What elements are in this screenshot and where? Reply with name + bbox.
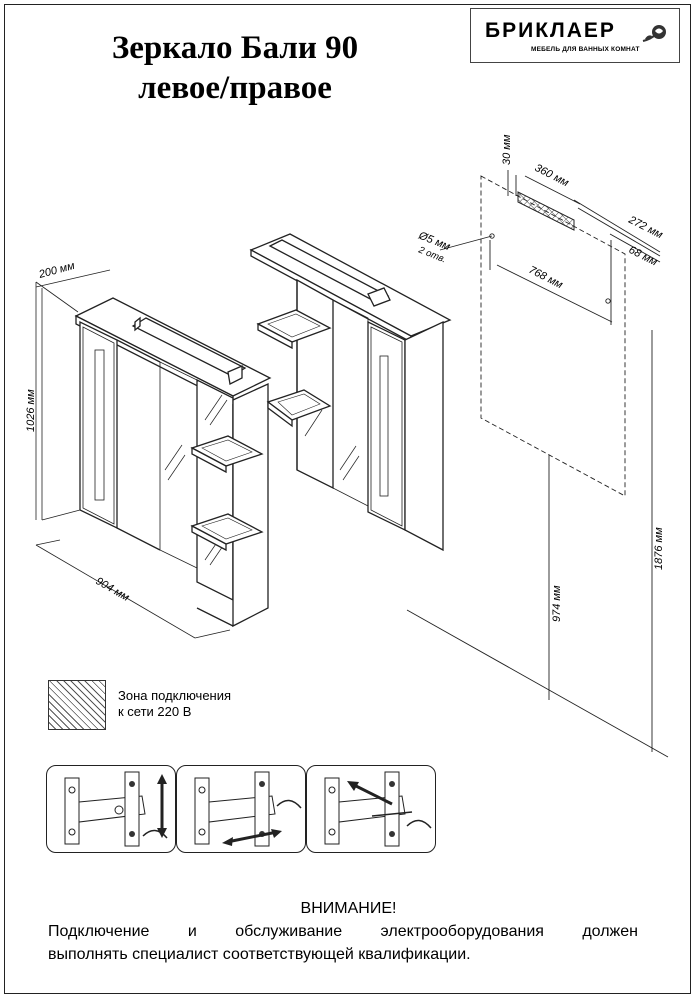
title-line-2: левое/правое (138, 70, 332, 106)
attention-line-1: Подключение и обслуживание электрооборуд… (48, 923, 638, 940)
dim-zone-width-label: 360 мм (533, 162, 571, 189)
hinge-panel-vertical (46, 765, 176, 853)
logo-tagline: МЕБЕЛЬ ДЛЯ ВАННЫХ КОМНАТ (531, 46, 640, 53)
cabinet-left (74, 297, 272, 628)
brand-logo: БРИКЛАЕР МЕБЕЛЬ ДЛЯ ВАННЫХ КОМНАТ (470, 8, 680, 63)
attention-text: Подключение и обслуживание электрооборуд… (48, 920, 638, 966)
wall-scheme (406, 170, 669, 758)
dim-zone-height-label: 30 мм (501, 134, 513, 165)
hinge-adjustment-panels (46, 765, 436, 855)
dim-offset-small-label: 68 мм (627, 244, 660, 269)
legend-line-2: к сети 220 В (118, 704, 192, 719)
hinge-vertical-icon (64, 771, 168, 847)
attention-title: ВНИМАНИЕ! (300, 900, 397, 917)
page-title: Зеркало Бали 90 левое/правое (60, 28, 410, 108)
dim-offset-right-label: 272 мм (626, 214, 665, 242)
dim-width-label: 904 мм (94, 575, 132, 604)
legend-line-1: Зона подключения (118, 688, 232, 703)
dim-floor-to-top-label: 1876 мм (653, 527, 665, 570)
rose-icon (642, 25, 666, 42)
hinge-panel-depth (306, 765, 436, 853)
attention-line-2: выполнять специалист соответствующей ква… (48, 946, 471, 963)
hinge-horizontal-icon (194, 771, 302, 847)
legend: Зона подключения к сети 220 В (118, 688, 231, 720)
dim-hole-spacing-label: 768 мм (527, 264, 565, 291)
dim-height-label: 1026 мм (25, 389, 37, 432)
connection-zone-swatch (48, 680, 106, 730)
dim-floor-to-hole-label: 974 мм (551, 585, 563, 622)
logo-name: БРИКЛАЕР (485, 19, 616, 42)
title-line-1: Зеркало Бали 90 (111, 30, 359, 66)
page-border (4, 4, 691, 994)
dim-depth-label: 200 мм (37, 260, 77, 281)
dimension-lines-left (35, 269, 231, 639)
hinge-panel-horizontal (176, 765, 306, 853)
cabinet-right (249, 233, 452, 552)
hinge-depth-icon (324, 771, 432, 847)
